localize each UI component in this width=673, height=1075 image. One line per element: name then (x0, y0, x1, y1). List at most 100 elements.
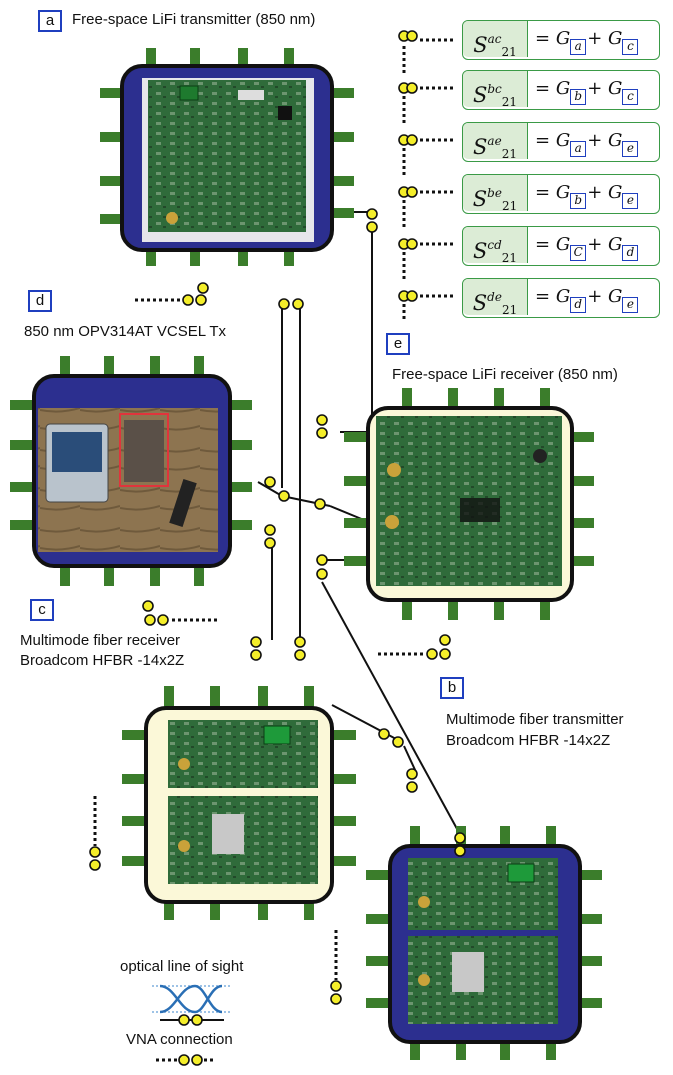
yellow-ports (89, 30, 466, 1005)
chip-a-lifi-transmitter (100, 48, 354, 266)
equals-sign: = (535, 234, 551, 255)
chip-d-vcsel-mount (169, 478, 197, 528)
chip-a-dip-switch (238, 90, 264, 100)
chip-a-sma-connector (166, 212, 178, 224)
badge-a: a (38, 10, 62, 32)
equation-s-term: Sde21 (463, 279, 528, 317)
label-a-text: Free-space LiFi transmitter (850 nm) (72, 11, 316, 28)
g-port-box: d (570, 297, 587, 313)
plus-sign: + (587, 182, 603, 203)
g-port-box: a (570, 141, 587, 157)
g-port-box: b (570, 193, 587, 209)
g-port-box: e (622, 193, 639, 209)
s-subscript: 21 (501, 45, 517, 59)
g-symbol: G (608, 286, 623, 307)
equals-sign: = (535, 78, 551, 99)
plus-sign: + (587, 78, 603, 99)
badge-e: e (386, 333, 410, 355)
chip-a-terminal-block (179, 85, 199, 101)
g-symbol: G (608, 78, 623, 99)
s-superscript: be (487, 186, 502, 200)
chip-c-pcb-top-components (168, 720, 318, 788)
chip-c-sma-connector-1 (178, 758, 190, 770)
chip-e-pins (344, 388, 594, 620)
g-symbol: G (608, 28, 623, 49)
chip-c-sma-connector-2 (178, 840, 190, 852)
chip-e-sma-connector-1 (387, 463, 401, 477)
g-port-box: d (622, 245, 639, 261)
s-superscript: bc (487, 82, 502, 96)
g-port-box: e (622, 297, 639, 313)
chip-d-meter-screen (52, 432, 102, 472)
g-port-box: c (622, 39, 639, 55)
badge-c: c (30, 599, 54, 621)
g-symbol: G (608, 130, 623, 151)
vna-dotted-leads (93, 38, 454, 1062)
s-subscript: 21 (501, 251, 518, 265)
label-c-line2: Broadcom HFBR -14x2Z (20, 652, 185, 669)
s-superscript: ae (487, 134, 502, 148)
g-port-box: b (570, 89, 587, 105)
g-symbol: G (608, 182, 623, 203)
legend-optical-los-glyph (152, 984, 230, 1014)
chip-e-ic (460, 498, 500, 522)
g-symbol: G (555, 182, 571, 203)
chip-b-pcb-top-components (408, 858, 558, 930)
equals-sign: = (535, 28, 551, 49)
s-symbol: S (472, 83, 488, 107)
chip-b-fiber-module (452, 952, 484, 992)
s-subscript: 21 (501, 199, 518, 213)
s-symbol: S (472, 187, 488, 211)
connection-wires (257, 211, 463, 839)
s-symbol: S (473, 33, 488, 57)
badge-d: d (28, 290, 52, 312)
equation-s-term: Sbe21 (463, 175, 528, 213)
chip-a-pcb-components (148, 80, 306, 232)
g-symbol: G (555, 286, 571, 307)
g-symbol: G (608, 234, 623, 255)
plus-sign: + (587, 234, 603, 255)
chip-d-vcsel-tx (10, 356, 252, 586)
g-symbol: G (555, 130, 571, 151)
chip-a-ic (278, 106, 292, 120)
label-c-line1: Multimode fiber receiver (20, 632, 181, 649)
chip-e-sma-connector-2 (385, 515, 399, 529)
s-symbol: S (472, 239, 488, 263)
s-subscript: 21 (501, 95, 518, 109)
chip-e-photodiode (533, 449, 547, 463)
chip-b-mmf-transmitter (366, 826, 602, 1060)
chip-c-mmf-receiver (122, 686, 356, 920)
equation-s-term: Sbc21 (463, 71, 528, 109)
s-superscript: ac (487, 32, 502, 46)
plus-sign: + (587, 286, 603, 307)
legend-optical-los-label: optical line of sight (120, 958, 244, 975)
g-port-box: e (622, 141, 639, 157)
equals-sign: = (535, 130, 551, 151)
equation-s-term: Scd21 (463, 227, 528, 265)
chip-e-lifi-receiver (344, 388, 594, 620)
equation-s-term: Sac21 (463, 21, 528, 59)
chip-c-fiber-module (212, 814, 244, 854)
chip-d-zoom-photo (124, 420, 164, 482)
s-symbol: S (473, 135, 488, 159)
plus-sign: + (587, 130, 603, 151)
equals-sign: = (535, 286, 551, 307)
chip-d-pins (10, 356, 252, 586)
s-superscript: cd (487, 238, 502, 252)
g-port-box: C (570, 245, 587, 261)
legend-vna-label: VNA connection (126, 1031, 233, 1048)
legend-vna-glyph (160, 1014, 224, 1066)
s-superscript: de (487, 290, 502, 304)
g-symbol: G (555, 234, 571, 255)
